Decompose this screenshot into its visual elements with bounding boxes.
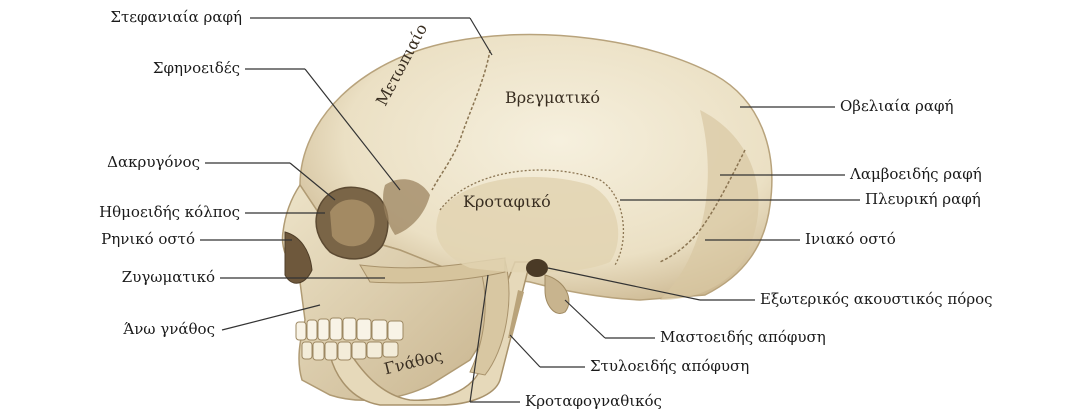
upper-teeth xyxy=(296,318,403,340)
label-lambdoid-suture: Λαμβοειδής ραφή xyxy=(850,165,982,183)
label-sagittal-suture: Οβελιαία ραφή xyxy=(840,97,953,115)
label-mastoid: Μαστοειδής απόφυση xyxy=(660,328,826,346)
label-zygomatic: Ζυγωματικό xyxy=(0,268,215,286)
label-tmj: Κροταφογναθικός xyxy=(525,392,662,410)
ear-opening xyxy=(526,259,548,277)
leader-mastoid xyxy=(565,300,605,338)
leader-styloid xyxy=(510,335,540,367)
bone-label-temporal: Κροταφικό xyxy=(463,192,551,211)
label-ethmoid-sinus: Ηθμοειδής κόλπος xyxy=(0,203,240,221)
label-occipital: Ινιακό οστό xyxy=(805,230,896,248)
label-maxilla: Άνω γνάθος xyxy=(0,320,215,338)
label-ext-acoustic: Εξωτερικός ακουστικός πόρος xyxy=(760,290,993,308)
label-squamous-suture: Πλευρική ραφή xyxy=(865,190,981,208)
label-styloid: Στυλοειδής απόφυση xyxy=(590,357,749,375)
label-coronal-suture: Στεφανιαία ραφή xyxy=(42,8,242,26)
label-nasal-bone: Ρηνικό οστό xyxy=(0,230,195,248)
label-lacrimal: Δακρυγόνος xyxy=(0,153,200,171)
bone-label-parietal: Βρεγματικό xyxy=(505,88,600,107)
label-sphenoid: Σφηνοειδές xyxy=(40,59,240,77)
